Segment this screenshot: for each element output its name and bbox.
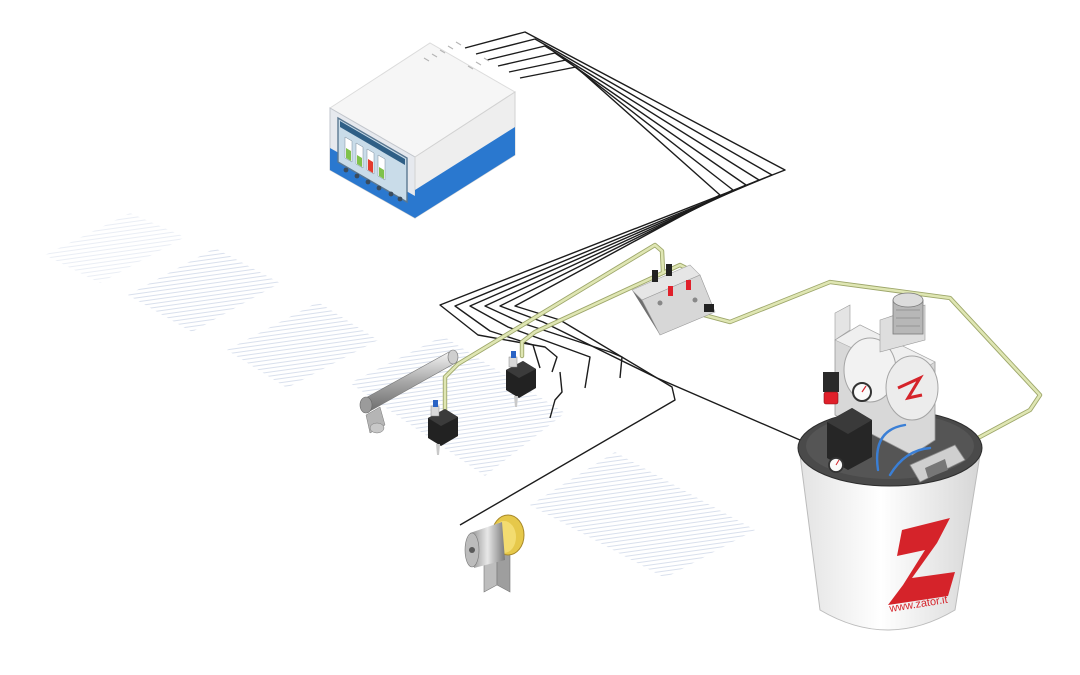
pressure-gauge bbox=[828, 457, 844, 473]
controller-status-bars bbox=[344, 136, 386, 181]
distributor-manifold[interactable] bbox=[631, 264, 716, 336]
encoder-wheel[interactable] bbox=[464, 514, 525, 593]
paper-sheet-4 bbox=[350, 336, 565, 476]
blue-air-tube bbox=[875, 423, 932, 477]
controller-unit[interactable] bbox=[329, 41, 516, 219]
zator-logo bbox=[888, 518, 955, 605]
red-valve-knob[interactable] bbox=[823, 391, 839, 405]
pump-valve-block[interactable] bbox=[823, 372, 872, 470]
paper-sheet-5 bbox=[530, 452, 755, 578]
spray-gun-2[interactable] bbox=[506, 351, 536, 407]
paper-sheet-2 bbox=[128, 248, 280, 332]
spray-gun-1[interactable] bbox=[428, 400, 458, 455]
signal-cables bbox=[439, 31, 801, 526]
filter-cartridge[interactable] bbox=[909, 444, 966, 483]
pressure-gauge bbox=[852, 382, 872, 402]
paper-sheet-1 bbox=[45, 213, 185, 283]
paper-sheet-3 bbox=[227, 302, 378, 388]
photocell-bar bbox=[359, 349, 459, 434]
paper-sheets bbox=[45, 213, 755, 578]
controller-icon-buttons[interactable] bbox=[343, 167, 403, 202]
pressure-regulator[interactable] bbox=[892, 292, 924, 335]
